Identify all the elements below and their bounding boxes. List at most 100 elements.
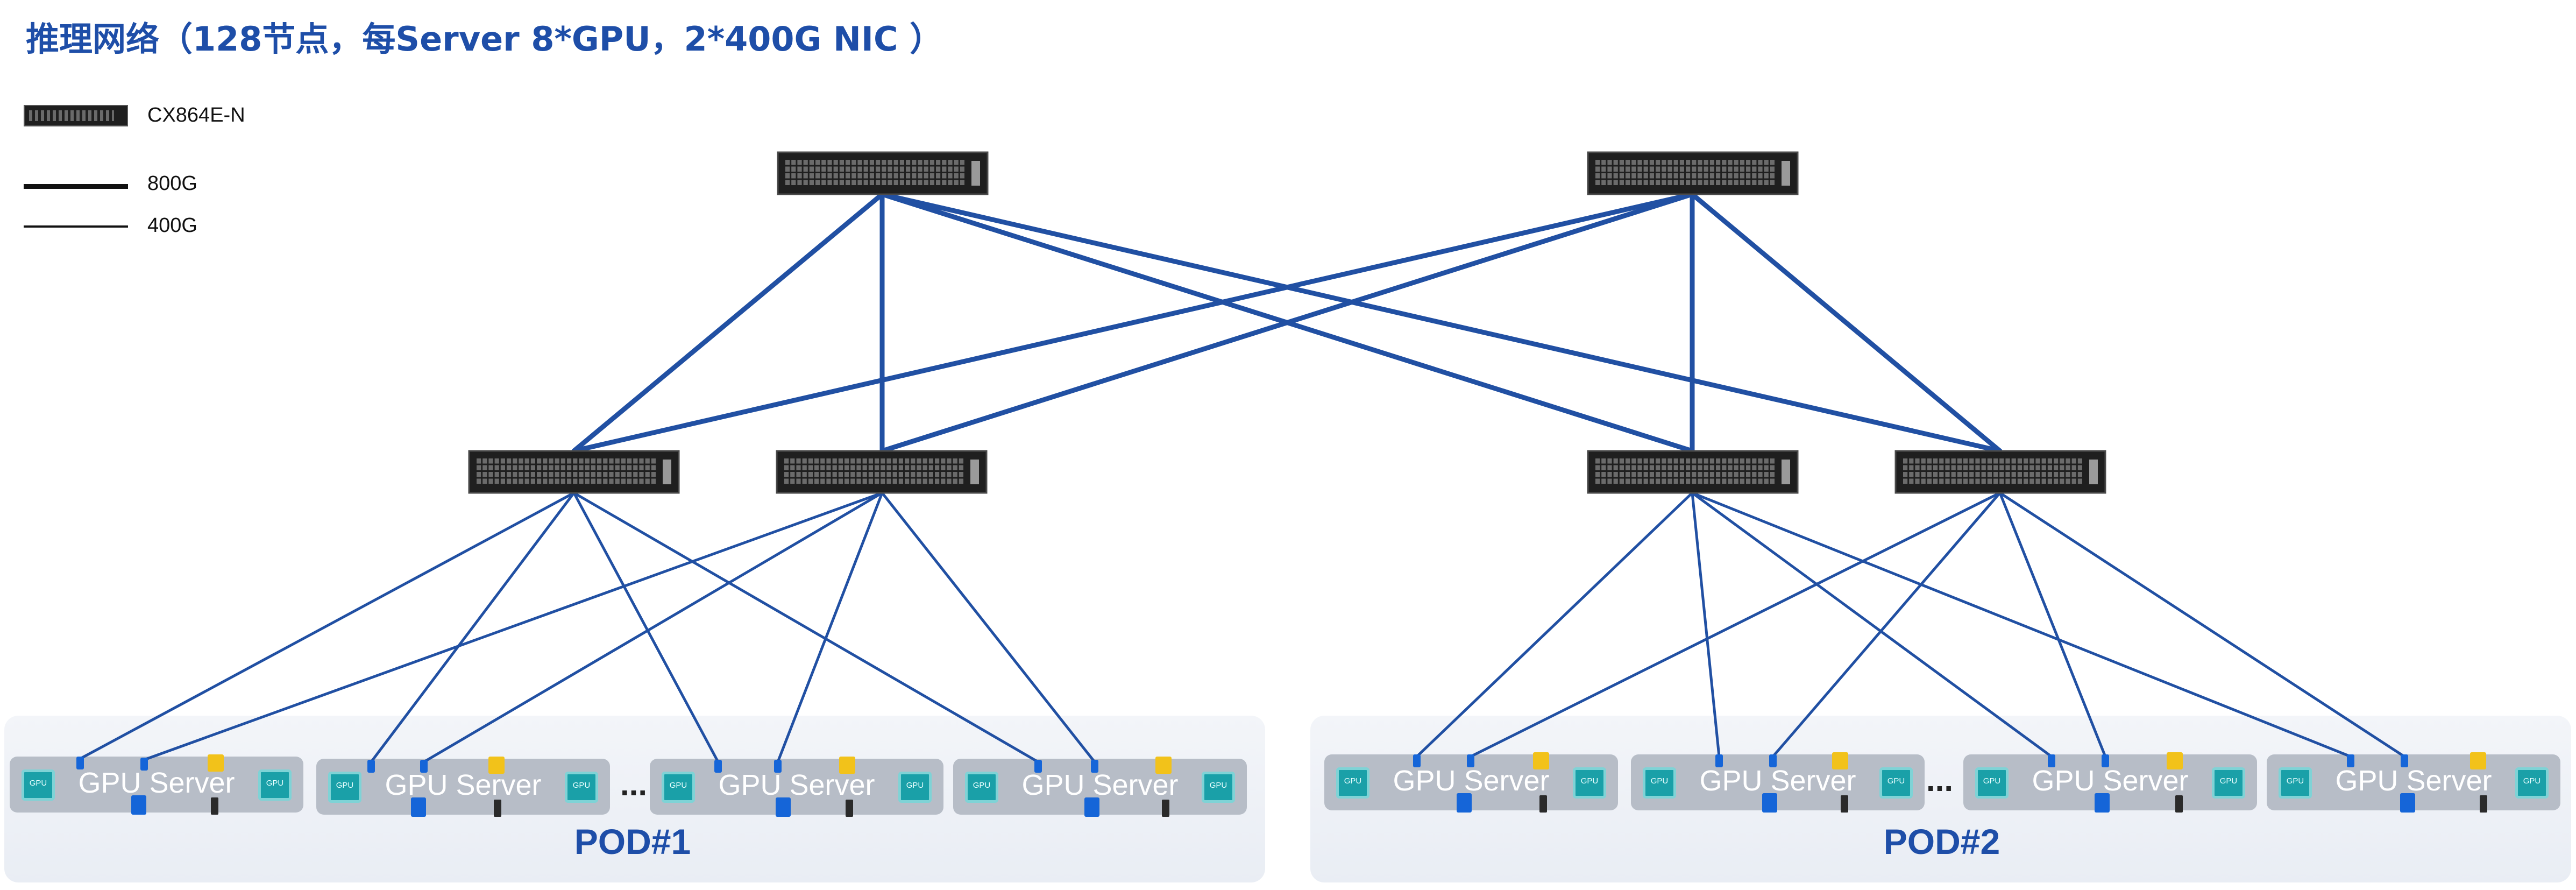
- gpu-server[interactable]: GPU Server: [1631, 752, 1925, 813]
- server-label: GPU Server: [2335, 765, 2492, 797]
- nic-port-icon: [1769, 754, 1777, 767]
- port-icon: [1162, 800, 1169, 817]
- nic-blue-icon: [2095, 793, 2110, 813]
- link-400g: [881, 491, 1096, 764]
- leaf-switch-2[interactable]: [776, 450, 988, 494]
- nic-port-icon: [774, 760, 782, 773]
- link-400g: [1469, 491, 2002, 758]
- gpu-chip-icon: [965, 772, 998, 803]
- port-icon: [2175, 795, 2183, 813]
- gpu-server[interactable]: GPU Server: [2267, 752, 2560, 813]
- gpu-server[interactable]: GPU Server: [953, 757, 1247, 817]
- gpu-chip-icon: [2515, 767, 2549, 799]
- gpu-server[interactable]: GPU Server: [10, 754, 303, 815]
- port-icon: [494, 800, 501, 817]
- nic-port-icon: [2102, 754, 2109, 767]
- nic-port-icon: [140, 758, 148, 771]
- nic-port-icon: [2401, 754, 2408, 767]
- server-label: GPU Server: [1021, 769, 1179, 801]
- gpu-chip-icon: [2212, 767, 2245, 799]
- nic-yellow-icon: [1533, 752, 1549, 769]
- nic-blue-icon: [131, 795, 146, 815]
- spine-switch-2[interactable]: [1587, 151, 1799, 195]
- nic-blue-icon: [1762, 793, 1777, 813]
- port-icon: [211, 797, 218, 815]
- nic-yellow-icon: [2470, 752, 2486, 769]
- port-icon: [846, 800, 853, 817]
- link-400g: [1415, 491, 1694, 758]
- nic-port-icon: [1034, 760, 1042, 773]
- link-800g: [571, 192, 885, 454]
- link-400g: [143, 491, 884, 761]
- link-400g: [776, 491, 884, 764]
- port-icon: [1841, 795, 1848, 813]
- legend-800g-line: [24, 184, 128, 189]
- nic-port-icon: [420, 760, 428, 773]
- gpu-server[interactable]: GPU Server: [1963, 752, 2257, 813]
- nic-port-icon: [2347, 754, 2354, 767]
- nic-blue-icon: [2400, 793, 2415, 813]
- link-400g: [1691, 491, 2053, 758]
- link-400g: [1998, 491, 2107, 758]
- legend-400g-line: [24, 225, 128, 228]
- nic-blue-icon: [1457, 793, 1472, 813]
- server-label: GPU Server: [385, 769, 542, 801]
- nic-yellow-icon: [839, 757, 855, 774]
- nic-blue-icon: [776, 797, 791, 817]
- nic-yellow-icon: [488, 757, 505, 774]
- gpu-chip-icon: [1336, 767, 1369, 799]
- legend-800g-label: 800G: [147, 172, 197, 195]
- pod-2-label: POD#2: [1883, 822, 2000, 861]
- server-label: GPU Server: [1393, 765, 1550, 797]
- leaf-switch-3[interactable]: [1587, 450, 1799, 494]
- nic-yellow-icon: [208, 754, 224, 772]
- gpu-chip-icon: [22, 769, 55, 801]
- link-400g: [572, 491, 1040, 764]
- gpu-chip-icon: [1573, 767, 1606, 799]
- nic-yellow-icon: [2167, 752, 2183, 769]
- server-label: GPU Server: [718, 769, 875, 801]
- server-label: GPU Server: [78, 767, 235, 799]
- legend-switch-label: CX864E-N: [147, 104, 245, 126]
- gpu-server[interactable]: GPU Server: [650, 757, 943, 817]
- port-icon: [1539, 795, 1547, 813]
- gpu-chip-icon: [898, 772, 932, 803]
- leaf-switch-4[interactable]: [1894, 450, 2106, 494]
- link-400g: [1771, 491, 2002, 758]
- more-servers-ellipsis: ...: [620, 766, 648, 802]
- link-800g: [879, 192, 2003, 454]
- nic-yellow-icon: [1155, 757, 1172, 774]
- gpu-chip-icon: [328, 772, 361, 803]
- nic-port-icon: [714, 760, 722, 773]
- gpu-chip-icon: [2279, 767, 2312, 799]
- gpu-chip-icon: [1643, 767, 1676, 799]
- nic-port-icon: [1467, 754, 1474, 767]
- link-800g: [571, 192, 1695, 454]
- nic-port-icon: [76, 757, 84, 769]
- link-400g: [422, 491, 884, 764]
- nic-port-icon: [1413, 754, 1421, 767]
- gpu-chip-icon: [1202, 772, 1235, 803]
- more-servers-ellipsis: ...: [1926, 762, 1954, 798]
- gpu-chip-icon: [1975, 767, 2009, 799]
- gpu-server[interactable]: GPU Server: [316, 757, 610, 817]
- nic-yellow-icon: [1832, 752, 1848, 769]
- server-label: GPU Server: [2032, 765, 2189, 797]
- legend-400g-label: 400G: [147, 214, 197, 237]
- server-label: GPU Server: [1699, 765, 1856, 797]
- link-400g: [370, 491, 576, 764]
- gpu-chip-icon: [1879, 767, 1913, 799]
- link-800g: [879, 192, 1695, 454]
- link-800g: [1690, 192, 2003, 454]
- nic-port-icon: [1715, 754, 1723, 767]
- leaf-switch-1[interactable]: [468, 450, 680, 494]
- gpu-chip-icon: [565, 772, 598, 803]
- legend-switch-icon: [24, 105, 128, 126]
- link-400g: [1691, 491, 1721, 758]
- spine-switch-1[interactable]: [777, 151, 989, 195]
- nic-port-icon: [367, 760, 375, 773]
- page-title: 推理网络（128节点，每Server 8*GPU，2*400G NIC ）: [26, 19, 943, 59]
- link-400g: [572, 491, 720, 764]
- nic-port-icon: [1091, 760, 1098, 773]
